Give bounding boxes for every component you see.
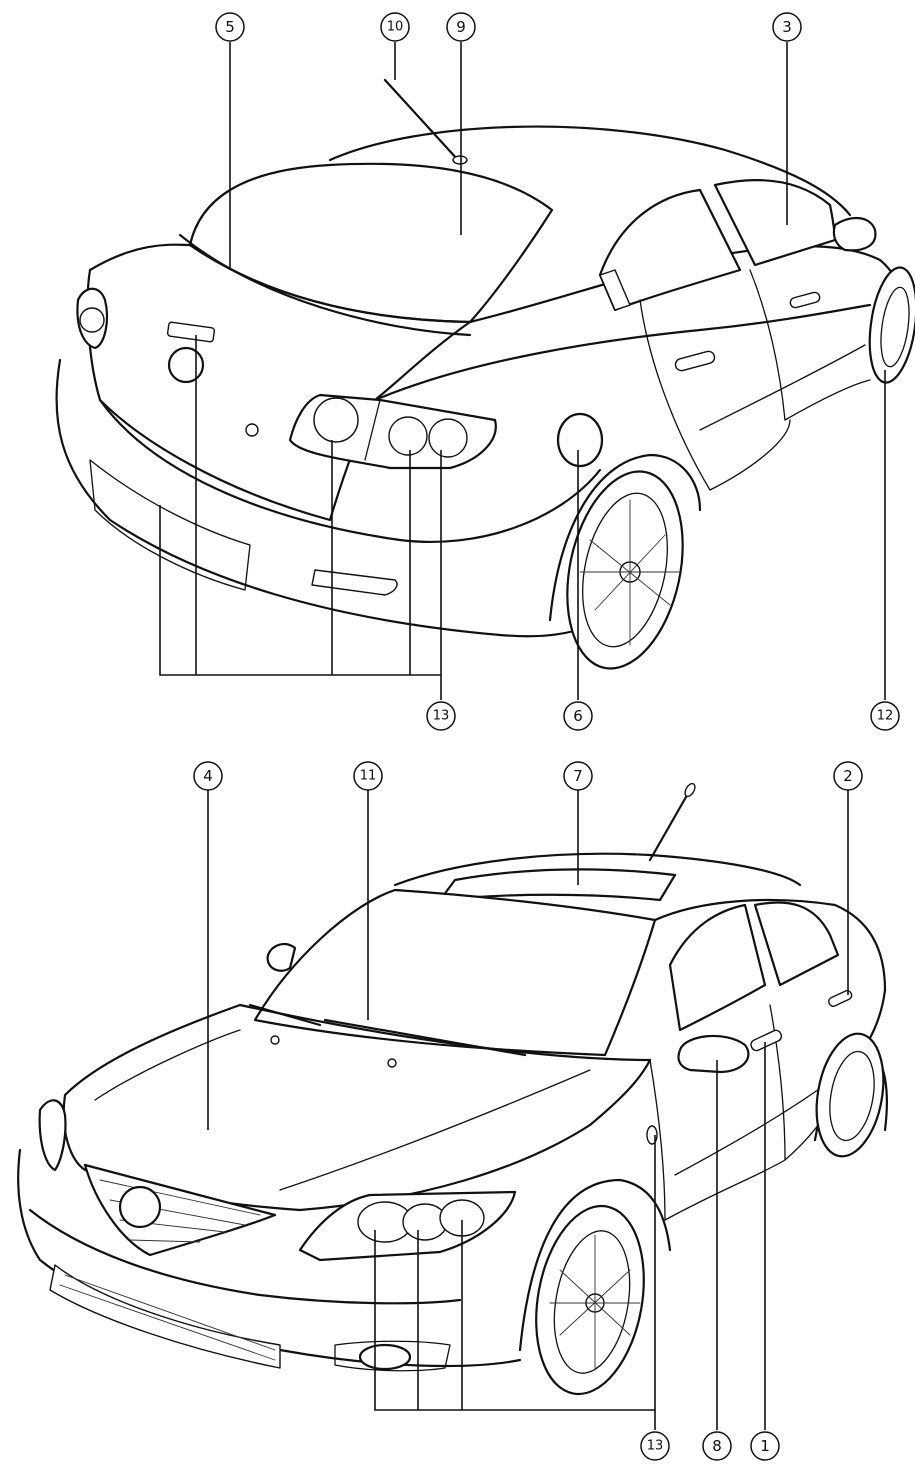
callout-front-2: 2 <box>833 761 863 791</box>
callout-rear-12: 12 <box>870 701 900 731</box>
svg-text:7: 7 <box>573 767 583 785</box>
callout-rear-10: 10 <box>380 12 410 42</box>
svg-text:8: 8 <box>712 1437 722 1455</box>
callout-rear-13: 13 <box>426 701 456 731</box>
svg-text:10: 10 <box>387 20 404 35</box>
front-view-car <box>17 782 888 1396</box>
svg-text:13: 13 <box>433 709 450 724</box>
svg-text:4: 4 <box>203 767 213 785</box>
callout-front-1: 1 <box>750 1431 780 1461</box>
svg-text:2: 2 <box>843 767 853 785</box>
svg-text:6: 6 <box>573 707 583 725</box>
callout-front-8: 8 <box>702 1431 732 1461</box>
rear-view-car <box>55 78 915 670</box>
svg-text:3: 3 <box>782 18 792 36</box>
callout-front-4: 4 <box>193 761 223 791</box>
svg-text:1: 1 <box>760 1437 770 1455</box>
callout-rear-5: 5 <box>215 12 245 42</box>
callout-rear-6: 6 <box>563 701 593 731</box>
svg-text:5: 5 <box>225 18 235 36</box>
svg-text:9: 9 <box>456 18 466 36</box>
svg-text:12: 12 <box>877 709 894 724</box>
callout-front-7: 7 <box>563 761 593 791</box>
callout-rear-9: 9 <box>446 12 476 42</box>
front-leader-lines <box>207 790 849 1430</box>
callout-rear-3: 3 <box>772 12 802 42</box>
callout-front-11: 11 <box>353 761 383 791</box>
svg-text:13: 13 <box>647 1439 664 1454</box>
svg-text:11: 11 <box>360 769 377 784</box>
callout-front-13: 13 <box>640 1431 670 1461</box>
rear-leader-lines <box>159 42 886 700</box>
